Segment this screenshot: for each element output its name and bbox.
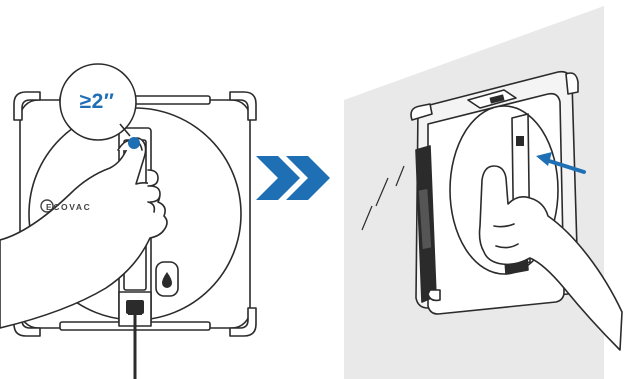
port-socket	[126, 300, 144, 314]
chevron-right-icon	[256, 156, 330, 200]
press-point	[128, 137, 140, 149]
brand-label: ECOVAC	[46, 202, 91, 212]
gap-distance-label: ≥2″	[60, 84, 134, 120]
